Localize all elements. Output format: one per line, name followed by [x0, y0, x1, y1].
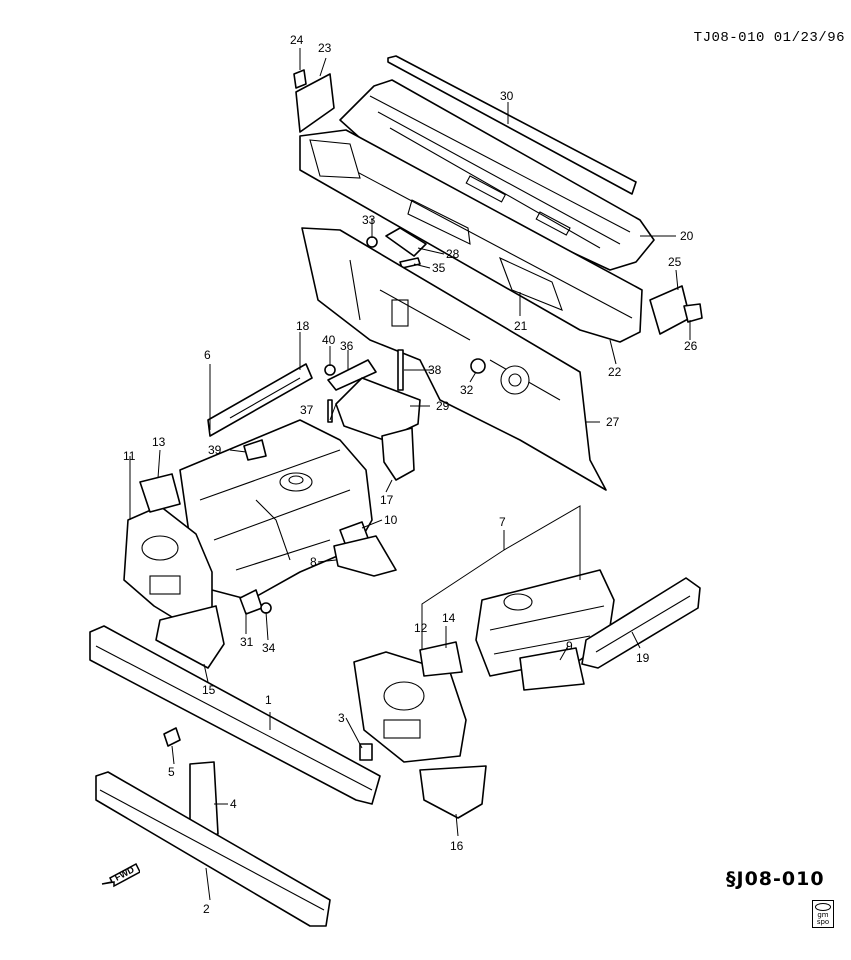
- part-16-lower-panel: [419, 765, 487, 819]
- part-2-lower-crossmember: [95, 771, 331, 927]
- part-25-bracket: [649, 285, 691, 335]
- callout-27: 27: [606, 415, 620, 429]
- callout-23: 23: [318, 41, 332, 55]
- callout-40: 40: [322, 333, 336, 347]
- callout-29: 29: [436, 399, 450, 413]
- part-23-bracket: [295, 73, 335, 133]
- callout-4: 4: [230, 797, 237, 811]
- diagram-header-code: TJ08-010 01/23/96: [693, 30, 845, 46]
- part-39-clip: [243, 439, 267, 461]
- callout-22: 22: [608, 365, 622, 379]
- part-14-bracket: [419, 641, 463, 677]
- callout-18: 18: [296, 319, 310, 333]
- callout-12: 12: [414, 621, 428, 635]
- part-19-right-rail: [581, 577, 701, 669]
- callout-2: 2: [203, 902, 210, 916]
- part-34-bolt: [260, 602, 272, 614]
- part-27-dash-lower-panel: [301, 227, 607, 491]
- callout-24: 24: [290, 33, 304, 47]
- part-24-clip: [293, 69, 307, 89]
- part-37-bolt: [327, 399, 333, 423]
- part-7-right-apron-assembly: [475, 569, 615, 677]
- callout-19: 19: [636, 651, 650, 665]
- diagram-code: §J08-010: [726, 868, 825, 890]
- part-3-bolt: [359, 743, 373, 761]
- callout-13: 13: [152, 435, 166, 449]
- callout-10: 10: [384, 513, 398, 527]
- callout-35: 35: [432, 261, 446, 275]
- part-9-bracket: [519, 647, 585, 691]
- callout-25: 25: [668, 255, 682, 269]
- callout-16: 16: [450, 839, 464, 853]
- callout-numbers: 1 2 3 4 5 6 7 8 9 10 11 12 13 14 15 16 1…: [123, 33, 698, 916]
- callout-38: 38: [428, 363, 442, 377]
- callout-28: 28: [446, 247, 460, 261]
- callout-5: 5: [168, 765, 175, 779]
- part-30-weatherstrip: [387, 55, 637, 195]
- part-28-plate: [385, 227, 427, 257]
- part-38-stud: [397, 349, 404, 391]
- callout-17: 17: [380, 493, 394, 507]
- callout-31: 31: [240, 635, 254, 649]
- part-1-front-reinforcement: [89, 625, 381, 805]
- callout-33: 33: [362, 213, 376, 227]
- callout-32: 32: [460, 383, 474, 397]
- callout-3: 3: [338, 711, 345, 725]
- part-32-grommet: [470, 358, 486, 374]
- part-21-dash-upper-panel: [299, 129, 643, 343]
- part-8-bracket: [333, 535, 397, 577]
- part-11-left-radiator-support: [123, 505, 213, 629]
- part-4-center-support: [189, 761, 219, 839]
- fwd-arrow-icon: FWD: [101, 862, 140, 888]
- part-5-bolt: [163, 727, 181, 747]
- callout-15: 15: [202, 683, 216, 697]
- part-36-bracket: [327, 359, 377, 391]
- callout-36: 36: [340, 339, 354, 353]
- callout-26: 26: [684, 339, 698, 353]
- callout-1: 1: [265, 693, 272, 707]
- callout-leaders: [129, 48, 691, 901]
- part-40-nut: [324, 364, 336, 376]
- callout-14: 14: [442, 611, 456, 625]
- callout-8: 8: [310, 555, 317, 569]
- callout-30: 30: [500, 89, 514, 103]
- callout-39: 39: [208, 443, 222, 457]
- callout-9: 9: [566, 639, 573, 653]
- gm-spo-badge-icon: gm spo: [812, 900, 834, 928]
- callout-37: 37: [300, 403, 314, 417]
- callout-11: 11: [123, 449, 136, 463]
- part-17-support-bracket: [381, 427, 415, 481]
- section-icon: §: [726, 868, 737, 890]
- callout-34: 34: [262, 641, 276, 655]
- callout-20: 20: [680, 229, 694, 243]
- part-33-bolt: [366, 236, 378, 248]
- callout-7: 7: [499, 515, 506, 529]
- part-26-clip: [683, 303, 703, 323]
- part-12-right-radiator-support: [353, 651, 467, 763]
- callout-21: 21: [514, 319, 528, 333]
- part-29-support: [335, 377, 421, 441]
- part-18-rail: [207, 363, 313, 437]
- part-15-lower-panel: [155, 605, 225, 669]
- part-13-bracket: [139, 473, 181, 513]
- callout-6: 6: [204, 348, 211, 362]
